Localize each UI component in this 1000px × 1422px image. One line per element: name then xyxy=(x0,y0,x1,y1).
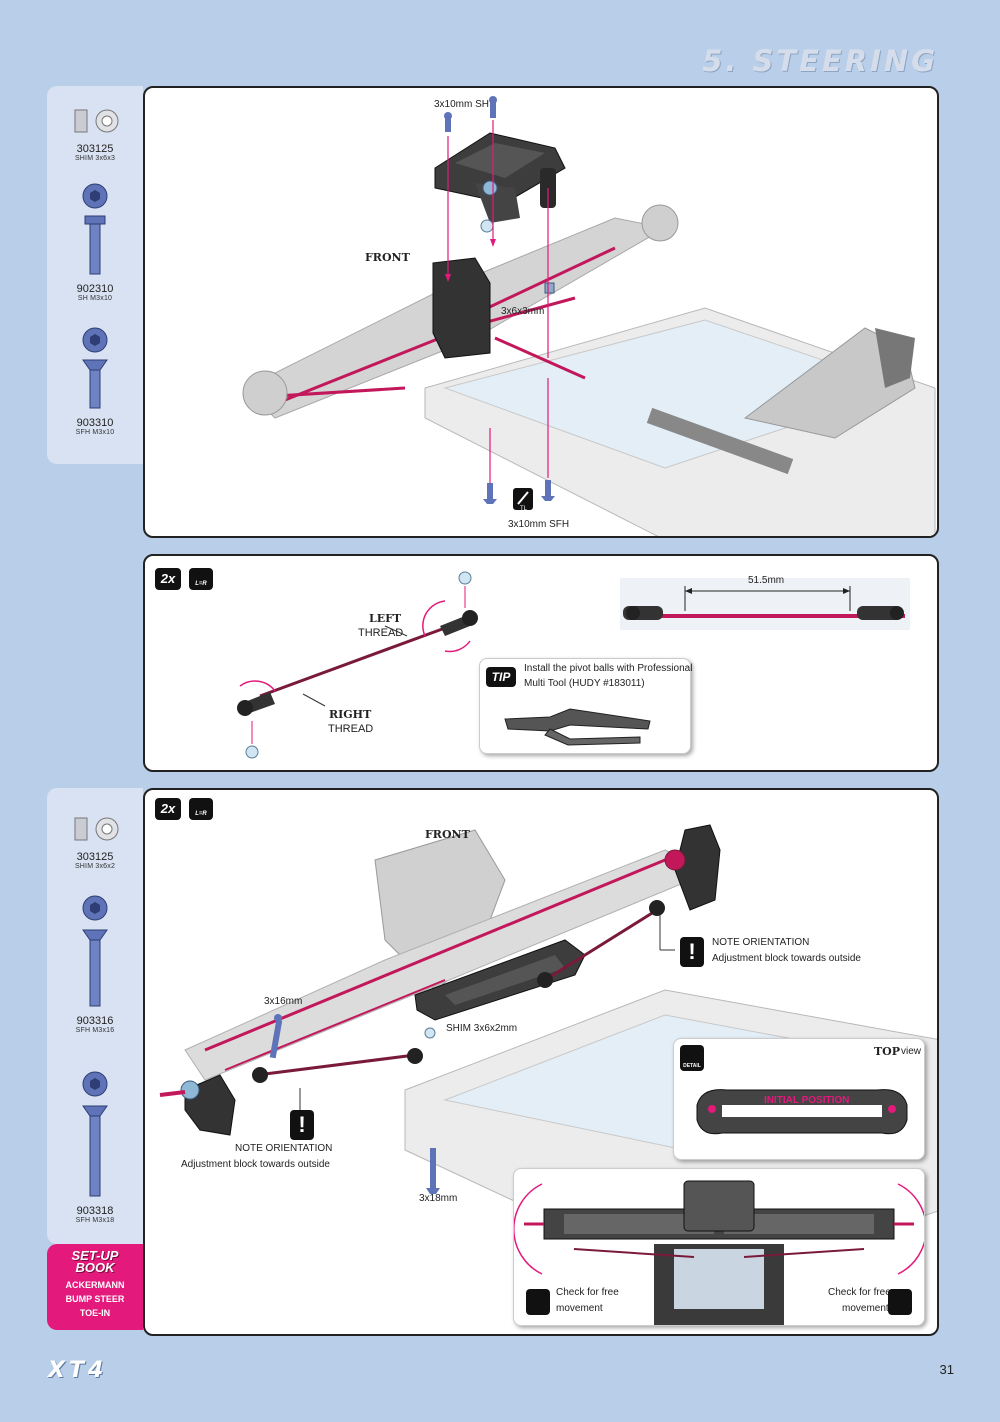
tip-text-line2: Multi Tool (HUDY #183011) xyxy=(524,678,645,689)
note-orientation-icon-right: ! xyxy=(680,937,704,967)
part-code: 303125 xyxy=(76,143,114,155)
quantity-badge: 2x xyxy=(155,798,181,820)
step-panel-steering-bridge: 3x10mm SH FRONT 3x6x3mm 3x10mm SFH TL xyxy=(143,86,939,538)
top-view-suffix: view xyxy=(901,1046,922,1057)
check-right-line1: Check for free xyxy=(828,1287,891,1298)
label-sh-screw: 3x10mm SH xyxy=(434,99,490,110)
section-title: 5. STEERING xyxy=(702,44,938,78)
label-3x16mm: 3x16mm xyxy=(264,996,303,1007)
part-screw-903316: 903316 SFH M3x16 xyxy=(47,894,143,1034)
part-shim-303125: 303125 SHIM 3x6x3 xyxy=(47,104,143,162)
lr-label: L=R xyxy=(195,581,207,587)
flat-head-screw-icon xyxy=(82,895,108,1007)
quantity-badge: 2x xyxy=(155,568,181,590)
label-left: LEFT xyxy=(369,612,402,625)
label-left-thread: THREAD xyxy=(358,627,404,639)
flat-head-screw-icon xyxy=(82,327,108,409)
steering-bridge-top-view xyxy=(696,1089,908,1135)
part-desc: SFH M3x10 xyxy=(75,429,115,436)
note-right-text: Adjustment block towards outside xyxy=(712,953,861,964)
note-right-title: NOTE ORIENTATION xyxy=(712,937,810,948)
label-right-thread: THREAD xyxy=(328,723,374,735)
label-shim: 3x6x3mm xyxy=(501,306,545,317)
part-code: 903310 xyxy=(76,417,114,429)
free-movement-illustration xyxy=(514,1180,924,1325)
label-tl: TL xyxy=(520,506,528,512)
label-front: FRONT xyxy=(425,828,470,841)
flat-head-screw-icon xyxy=(82,1071,108,1197)
setup-item-ackermann: ACKERMANN xyxy=(65,1280,125,1290)
part-code: 903316 xyxy=(76,1015,114,1027)
label-length: 51.5mm xyxy=(748,575,785,586)
label-sfh-screw: 3x10mm SFH xyxy=(508,519,570,530)
setup-item-bump-steer: BUMP STEER xyxy=(65,1294,125,1304)
step-panel-turnbuckle: 2x L=R LEFT THREAD RIGHT THREAD 51.5mm xyxy=(143,554,939,772)
part-desc: SHIM 3x6x2 xyxy=(74,863,116,870)
note-orientation-icon-left: ! xyxy=(290,1110,314,1140)
part-code: 903318 xyxy=(76,1205,114,1217)
left-right-badge: L=R xyxy=(189,568,213,590)
part-desc: SH M3x10 xyxy=(77,295,113,302)
part-desc: SFH M3x18 xyxy=(75,1217,115,1224)
detail-icon: DETAIL xyxy=(680,1045,704,1071)
rotate-icon-right xyxy=(888,1289,912,1315)
shim-icon xyxy=(74,817,119,841)
chassis-illustration xyxy=(242,96,936,536)
part-code: 303125 xyxy=(76,851,114,863)
tip-badge: TIP xyxy=(486,667,516,687)
step-panel-steering-links: 2x L=R FRONT ! xyxy=(143,788,939,1336)
multi-tool-icon xyxy=(504,708,651,746)
label-shim: SHIM 3x6x2mm xyxy=(446,1023,518,1034)
part-screw-903318: 903318 SFH M3x18 xyxy=(47,1070,143,1224)
setup-book-title-1: SET-UP xyxy=(71,1248,119,1263)
label-right: RIGHT xyxy=(329,708,372,721)
part-screw-902310: 902310 SH M3x10 xyxy=(47,182,143,302)
top-view-label: TOP xyxy=(874,1045,901,1058)
top-view-inset: DETAIL TOP view INITIAL POSITION xyxy=(673,1038,925,1160)
setup-book-box: SET-UP BOOK ACKERMANN BUMP STEER TOE-IN xyxy=(47,1244,143,1330)
part-desc: SFH M3x16 xyxy=(75,1027,115,1034)
part-desc: SHIM 3x6x3 xyxy=(74,155,116,162)
check-right-line2: movement xyxy=(842,1303,889,1314)
check-left-line2: movement xyxy=(556,1303,603,1314)
initial-position-label: INITIAL POSITION xyxy=(764,1095,850,1106)
left-right-badge: L=R xyxy=(189,798,213,820)
label-front: FRONT xyxy=(365,251,410,264)
part-shim-303125-b: 303125 SHIM 3x6x2 xyxy=(47,812,143,870)
part-code: 902310 xyxy=(76,283,114,295)
tip-box: TIP Install the pivot balls with Profess… xyxy=(479,658,693,754)
part-screw-903310: 903310 SFH M3x10 xyxy=(47,326,143,436)
label-3x18mm: 3x18mm xyxy=(419,1193,458,1204)
note-left-title: NOTE ORIENTATION xyxy=(235,1143,333,1154)
setup-item-toe-in: TOE-IN xyxy=(79,1308,111,1318)
detail-label: DETAIL xyxy=(683,1063,701,1069)
socket-head-screw-icon xyxy=(82,183,108,275)
parts-sidebar-top: 303125 SHIM 3x6x3 902310 SH M3x10 903310… xyxy=(47,86,143,464)
logo-text: XT4 xyxy=(48,1358,108,1383)
page-number: 31 xyxy=(939,1362,954,1377)
parts-sidebar-bottom: 303125 SHIM 3x6x2 903316 SFH M3x16 90331… xyxy=(47,788,143,1244)
setup-book-title-2: BOOK xyxy=(75,1260,115,1275)
tip-text-line1: Install the pivot balls with Professiona… xyxy=(524,663,693,674)
turnbuckle-illustration xyxy=(237,571,910,759)
shim-icon xyxy=(74,109,119,133)
lr-label: L=R xyxy=(195,811,207,817)
check-movement-inset: Check for free movement Check for free m… xyxy=(513,1168,925,1326)
note-left-text: Adjustment block towards outside xyxy=(181,1159,330,1170)
xt4-logo: XT4 xyxy=(48,1358,107,1383)
check-left-line1: Check for free xyxy=(556,1287,619,1298)
rotate-icon-left xyxy=(526,1289,550,1315)
